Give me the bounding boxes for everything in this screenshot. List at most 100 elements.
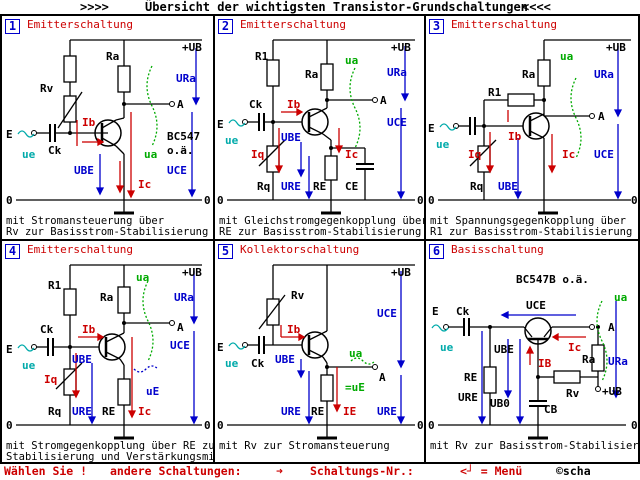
label-iq: Iq	[251, 148, 264, 161]
panel-6[interactable]: 6 Basisschaltung	[424, 239, 640, 464]
label-ub: +UB	[391, 41, 411, 54]
circuit-diagram: BC547B o.ä. UCE E Ck A UBE RE Ra URE Rv …	[428, 273, 638, 440]
label-rv: Rv	[566, 387, 580, 400]
label-ue: ue	[22, 148, 36, 161]
title-arrows-right: <<<<	[522, 0, 551, 14]
label-ic: Ic	[345, 148, 358, 161]
caption-line-2: Rv zur Basisstrom-Stabilisierung	[6, 226, 209, 238]
caption-line-1: mit Stromansteuerung über	[6, 215, 165, 227]
label-re: RE	[313, 180, 326, 193]
caption-line-1: mit Rv zur Stromansteuerung	[219, 440, 390, 452]
label-uce: UCE	[377, 307, 397, 320]
label-ure-left: URE	[281, 405, 301, 418]
label-zero-left: 0	[428, 419, 435, 432]
label-uce: UCE	[594, 148, 614, 161]
panel-title: Emitterschaltung	[451, 18, 557, 31]
label-ue: ue	[436, 138, 450, 151]
footer-other-circuits[interactable]: andere Schaltungen:	[110, 464, 242, 478]
arrow-icon[interactable]: ➜	[276, 464, 283, 478]
label-ck: Ck	[456, 305, 470, 318]
label-zero-left: 0	[428, 194, 435, 207]
label-re: RE	[102, 405, 115, 418]
label-zero-left: 0	[217, 419, 224, 432]
label-uce: UCE	[387, 116, 407, 129]
label-rv: Rv	[40, 82, 54, 95]
panel-title: Emitterschaltung	[27, 243, 133, 256]
label-bc547b: BC547B o.ä.	[516, 273, 589, 286]
label-ub: +UB	[182, 41, 202, 54]
label-ub: +UB	[602, 385, 622, 398]
label-e: E	[432, 305, 439, 318]
label-zero-left: 0	[6, 194, 13, 207]
label-ie: IE	[343, 405, 356, 418]
caption-line-1: mit Spannungsgegenkopplung über	[430, 215, 626, 227]
panel-number: 4	[5, 244, 20, 259]
label-zero-left: 0	[6, 419, 13, 432]
label-ube: UBE	[72, 353, 92, 366]
label-ub: +UB	[606, 41, 626, 54]
label-rq: Rq	[257, 180, 270, 193]
footer-menu[interactable]: <┘ = Menü	[460, 464, 523, 478]
label-a: A	[380, 94, 387, 107]
label-ura: URa	[387, 66, 407, 79]
label-ure: URE	[281, 180, 301, 193]
label-ue: ue	[440, 341, 454, 354]
label-cb: CB	[544, 403, 558, 416]
panel-1[interactable]: 1 Emitterschaltung	[0, 14, 215, 241]
panel-2[interactable]: 2 Emitterschaltung	[213, 14, 426, 241]
label-rv: Rv	[291, 289, 305, 302]
label-ib: Ib	[82, 116, 96, 129]
label-a: A	[598, 110, 605, 123]
label-ua: ua	[136, 271, 149, 284]
label-zero-right: 0	[417, 419, 424, 432]
label-ue: ue	[225, 134, 239, 147]
label-ub: +UB	[391, 266, 411, 279]
label-iq: Iq	[44, 373, 57, 386]
label-ua: ua	[560, 50, 573, 63]
label-ure: URE	[377, 405, 397, 418]
label-a: A	[177, 321, 184, 334]
caption-line-1: mit Stromgegenkopplung über RE zur	[6, 440, 215, 452]
label-zero-right: 0	[204, 419, 211, 432]
label-iq: Iq	[468, 148, 481, 161]
label-e: E	[217, 341, 224, 354]
label-eq-ue: =uE	[345, 381, 365, 394]
label-e: E	[6, 343, 13, 356]
panel-number: 6	[429, 244, 444, 259]
label-ua: ua	[349, 347, 362, 360]
label-bc547: BC547	[167, 130, 200, 143]
label-ra: Ra	[582, 353, 595, 366]
label-oa: o.ä.	[167, 144, 194, 157]
panel-title: Kollektorschaltung	[240, 243, 360, 256]
label-ube: UBE	[281, 131, 301, 144]
label-a: A	[608, 321, 615, 334]
label-ube: UBE	[74, 164, 94, 177]
title-arrows-left: >>>>	[80, 0, 109, 14]
label-e: E	[217, 118, 224, 131]
panel-number: 5	[218, 244, 233, 259]
circuit-diagram: +UB Ra R1 A E Rq 0 0 URa UCE UBE Ib Iq I…	[428, 39, 638, 215]
footer-copyright: ©scha	[556, 464, 591, 478]
panel-3[interactable]: 3 Emitterschaltung	[424, 14, 640, 241]
label-ic: Ic	[138, 178, 151, 191]
label-ua: ua	[144, 148, 157, 161]
label-ue-emitter: uE	[146, 385, 159, 398]
label-zero-right: 0	[204, 194, 211, 207]
label-r1: R1	[48, 279, 62, 292]
label-zero-right: 0	[417, 194, 424, 207]
label-ue: ue	[225, 357, 239, 370]
label-r1: R1	[255, 50, 269, 63]
label-uce: UCE	[167, 164, 187, 177]
panel-4[interactable]: 4 Emitterschaltung	[0, 239, 215, 464]
label-ua: ua	[614, 291, 627, 304]
label-ck: Ck	[48, 144, 62, 157]
label-ic: Ic	[138, 405, 151, 418]
label-ura: URa	[174, 291, 194, 304]
label-ra: Ra	[100, 291, 113, 304]
circuit-diagram: +UB R1 Ra Ck A E Rq RE CE 0 0 URa UBE UC…	[217, 39, 424, 215]
label-a: A	[177, 98, 184, 111]
label-ra: Ra	[305, 68, 318, 81]
panel-number: 1	[5, 19, 20, 34]
footer-circuit-number[interactable]: Schaltungs-Nr.:	[310, 464, 414, 478]
panel-5[interactable]: 5 Kollektorschaltung	[213, 239, 426, 464]
